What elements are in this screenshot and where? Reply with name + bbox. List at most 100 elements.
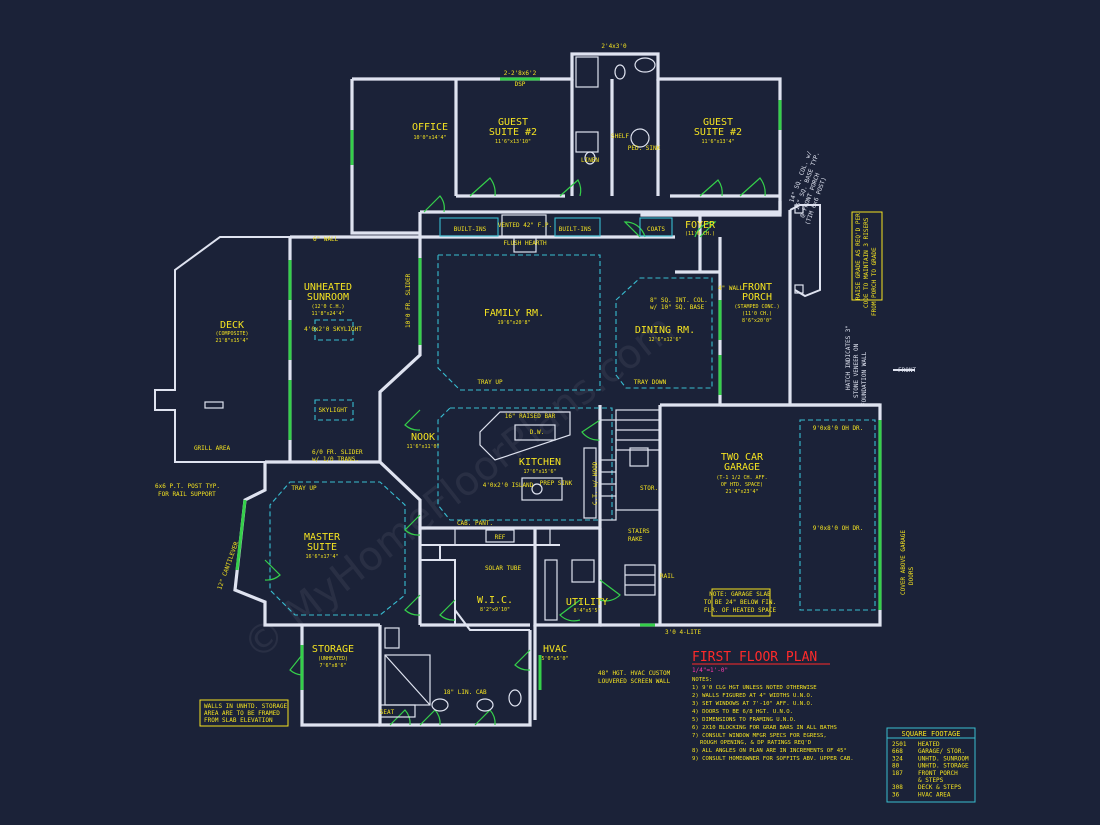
svg-text:10'0"x14'4": 10'0"x14'4" <box>413 135 446 141</box>
svg-text:(UNHEATED): (UNHEATED) <box>318 656 348 662</box>
svg-text:19'6"x20'8": 19'6"x20'8" <box>497 320 530 326</box>
stairs <box>615 409 661 596</box>
svg-text:11'8"x24'4": 11'8"x24'4" <box>311 311 344 317</box>
svg-text:SUITE #2: SUITE #2 <box>694 127 742 138</box>
front-porch-outline <box>789 204 821 298</box>
svg-text:TRAY DOWN: TRAY DOWN <box>634 379 667 386</box>
svg-text:RAIL: RAIL <box>660 573 675 580</box>
svg-text:WALLS IN UNHTD. STORAGE: WALLS IN UNHTD. STORAGE <box>204 703 287 710</box>
svg-text:D.W.: D.W. <box>530 429 544 436</box>
deck-outline <box>154 236 290 463</box>
plan-scale: 1/4"=1'-0" <box>692 667 728 674</box>
svg-text:SEAT: SEAT <box>380 709 395 716</box>
svg-text:(T-1 1/2 CH. AFF.: (T-1 1/2 CH. AFF. <box>716 475 767 481</box>
svg-text:LINEN: LINEN <box>581 157 599 164</box>
svg-text:FROM PORCH TO GRADE: FROM PORCH TO GRADE <box>871 247 878 316</box>
sqft-value: 308 <box>892 784 903 791</box>
svg-text:11'6"x13'4": 11'6"x13'4" <box>701 139 734 145</box>
svg-text:3'0 4-LITE: 3'0 4-LITE <box>665 629 702 636</box>
svg-text:8) ALL ANGLES ON PLAN ARE IN: 8) ALL ANGLES ON PLAN ARE IN INCREMENTS … <box>692 748 847 754</box>
svg-text:SUITE: SUITE <box>307 542 337 553</box>
svg-text:(COMPOSITE): (COMPOSITE) <box>215 331 248 337</box>
svg-text:OF HTD. SPACE): OF HTD. SPACE) <box>721 482 763 488</box>
sqft-value: 187 <box>892 770 903 777</box>
annotations: VENTED 42" F.P. FLUSH HEARTH BUILT-INS B… <box>155 43 916 727</box>
room-sunroom: UNHEATED <box>304 282 352 293</box>
svg-text:COVER ABOVE GARAGE: COVER ABOVE GARAGE <box>900 530 907 595</box>
svg-text:PORCH: PORCH <box>742 292 772 303</box>
svg-text:CODE TO MAINTAIN 3 RISERS: CODE TO MAINTAIN 3 RISERS <box>863 217 870 308</box>
sqft-value: 324 <box>892 755 903 762</box>
svg-text:LOUVERED SCREEN WALL: LOUVERED SCREEN WALL <box>598 678 671 685</box>
sqft-value: 2501 <box>892 741 907 748</box>
svg-text:w/ 10" SQ. BASE: w/ 10" SQ. BASE <box>650 304 705 311</box>
svg-text:DOORS: DOORS <box>908 567 915 585</box>
room-master: MASTER <box>304 532 341 543</box>
room-deck: DECK <box>220 320 244 331</box>
svg-text:TO BE 24" BELOW FIN.: TO BE 24" BELOW FIN. <box>704 599 776 606</box>
svg-text:16'6"x17'4": 16'6"x17'4" <box>305 554 338 560</box>
room-utility: UTILITY <box>566 597 608 608</box>
svg-text:BUILT-INS: BUILT-INS <box>454 226 487 233</box>
sqft-value: 668 <box>892 748 903 755</box>
room-hvac: HVAC <box>543 644 567 655</box>
room-kitchen: KITCHEN <box>519 457 561 468</box>
svg-text:2'4x3'0: 2'4x3'0 <box>601 43 627 50</box>
sqft-label: & STEPS <box>918 777 944 784</box>
room-guest-suite-right: GUEST <box>703 117 733 128</box>
svg-text:4) DOORS TO BE 6/8 HGT. U.N.O: 4) DOORS TO BE 6/8 HGT. U.N.O. <box>692 709 793 715</box>
room-guest-suite-left: GUEST <box>498 117 528 128</box>
room-storage: STORAGE <box>312 644 354 655</box>
svg-text:4" WALL: 4" WALL <box>718 285 744 292</box>
svg-text:11'6"x11'0": 11'6"x11'0" <box>406 444 439 450</box>
svg-text:RAKE: RAKE <box>628 536 643 543</box>
sqft-label: DECK & STEPS <box>918 784 962 791</box>
svg-text:7) CONSULT WINDOW MFGR SPECS: 7) CONSULT WINDOW MFGR SPECS FOR EGRESS, <box>692 733 827 739</box>
svg-text:FLUSH HEARTH: FLUSH HEARTH <box>503 240 547 247</box>
svg-text:FROM SLAB ELEVATION: FROM SLAB ELEVATION <box>204 717 273 724</box>
fixtures <box>379 56 673 718</box>
svg-text:FOUNDATION WALL: FOUNDATION WALL <box>861 351 868 406</box>
svg-text:8'4"x5'5": 8'4"x5'5" <box>573 608 600 614</box>
sqft-label: HEATED <box>918 741 940 748</box>
svg-text:(11'0 CH.): (11'0 CH.) <box>685 231 715 237</box>
svg-text:17'6"x15'6": 17'6"x15'6" <box>523 469 556 475</box>
room-office: OFFICE <box>412 122 448 133</box>
sqft-value: 80 <box>892 763 900 770</box>
svg-text:1) 9'0 CLG HGT UNLESS NOTED O: 1) 9'0 CLG HGT UNLESS NOTED OTHERWISE <box>692 685 817 691</box>
svg-text:8'2"x9'10": 8'2"x9'10" <box>480 607 510 613</box>
svg-text:STAIRS: STAIRS <box>628 528 650 535</box>
svg-text:21'8"x15'4": 21'8"x15'4" <box>215 338 248 344</box>
sqft-value: 36 <box>892 791 900 798</box>
sqft-label: FRONT PORCH <box>918 770 958 777</box>
svg-text:SUNROOM: SUNROOM <box>307 292 349 303</box>
svg-text:STOR.: STOR. <box>640 485 658 492</box>
sqft-label: GARAGE/ STOR. <box>918 748 965 755</box>
svg-text:11'6"x13'10": 11'6"x13'10" <box>495 139 531 145</box>
svg-text:HATCH INDICATES 3": HATCH INDICATES 3" <box>845 325 852 390</box>
svg-text:C.T. w/ HOOD: C.T. w/ HOOD <box>592 461 599 505</box>
svg-text:16" RAISED BAR: 16" RAISED BAR <box>505 413 556 420</box>
svg-text:18" LIN. CAB: 18" LIN. CAB <box>443 689 487 696</box>
svg-text:9'0x8'0 OH DR.: 9'0x8'0 OH DR. <box>813 525 864 532</box>
svg-text:3) SET WINDOWS AT 7'-10" AFF.: 3) SET WINDOWS AT 7'-10" AFF. U.N.O. <box>692 701 813 707</box>
svg-text:PREP SINK: PREP SINK <box>540 480 573 487</box>
svg-text:21'4"x23'4": 21'4"x23'4" <box>725 489 758 495</box>
svg-text:GARAGE: GARAGE <box>724 462 760 473</box>
room-foyer: FOYER <box>685 220 716 231</box>
svg-text:STONE VENEER ON: STONE VENEER ON <box>853 343 860 398</box>
room-garage: TWO CAR <box>721 452 764 463</box>
tray-ceilings <box>269 254 876 616</box>
svg-text:8" SQ. INT. COL.: 8" SQ. INT. COL. <box>650 297 708 304</box>
svg-text:PED. SINK: PED. SINK <box>628 145 661 152</box>
svg-text:NOTES:: NOTES: <box>692 677 712 683</box>
svg-text:RAISE GRADE AS REQ'D PER: RAISE GRADE AS REQ'D PER <box>855 213 862 300</box>
svg-text:(11'0 CH.): (11'0 CH.) <box>742 311 772 317</box>
svg-text:SOLAR TUBE: SOLAR TUBE <box>485 565 522 572</box>
svg-text:TRAY UP: TRAY UP <box>477 379 503 386</box>
svg-text:9) CONSULT HOMEOWNER FOR SOFF: 9) CONSULT HOMEOWNER FOR SOFFITS ABV. UP… <box>692 756 854 762</box>
room-nook: NOOK <box>411 432 435 443</box>
svg-text:FLR. OF HEATED SPACE: FLR. OF HEATED SPACE <box>704 607 777 614</box>
svg-text:COATS: COATS <box>647 226 665 233</box>
